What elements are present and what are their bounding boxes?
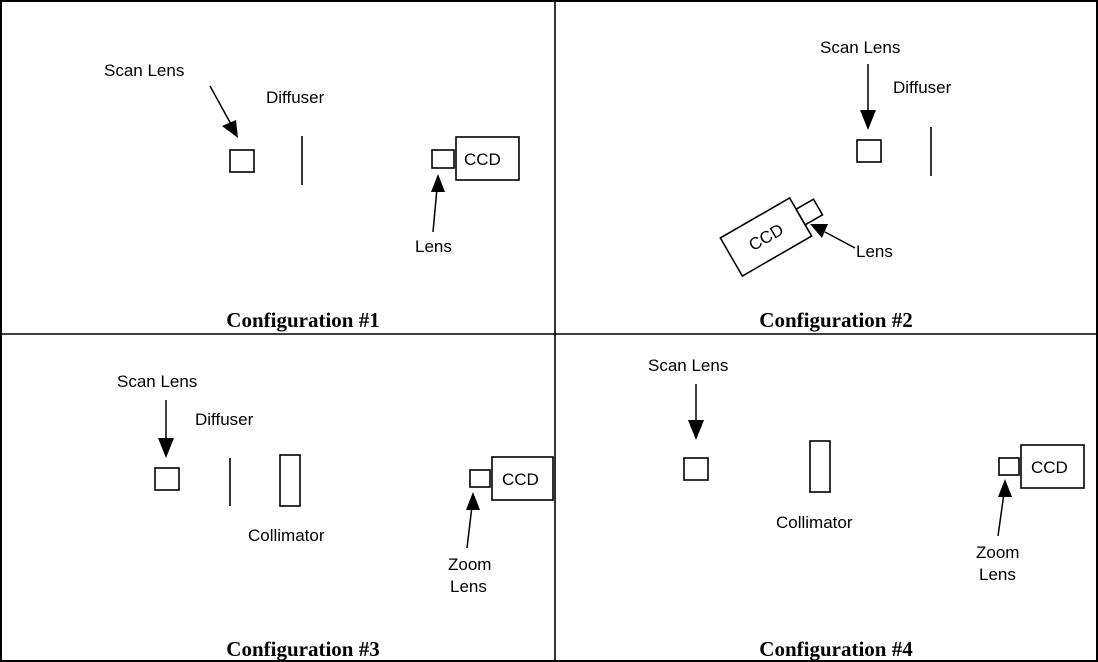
scan-lens-label: Scan Lens (820, 38, 900, 57)
collimator-box (809, 440, 831, 493)
ccd-box (455, 136, 520, 181)
lens-label: Lens (856, 242, 893, 261)
scan-lens-box (229, 149, 255, 173)
collimator-label: Collimator (776, 513, 853, 532)
diffuser-label: Diffuser (195, 410, 254, 429)
zoom-lens-arrow (997, 492, 1005, 537)
diffuser-label: Diffuser (266, 88, 325, 107)
scan-lens-arrowhead (688, 420, 704, 440)
panel-configuration-2: Scan Lens Diffuser CCD Lens Configuratio… (719, 38, 952, 332)
lens-arrowhead (810, 224, 828, 238)
ccd-label: CCD (1031, 458, 1068, 477)
lens-arrow (824, 231, 856, 249)
zoom-lens-box (469, 469, 491, 488)
zoom-lens-box (998, 457, 1020, 476)
collimator-label: Collimator (248, 526, 325, 545)
zoom-lens-arrowhead (466, 492, 480, 510)
panel-title: Configuration #1 (226, 308, 379, 332)
panel-configuration-4: Scan Lens Collimator CCD Zoom Lens Confi… (648, 356, 1085, 661)
camera-lens-box (431, 149, 455, 169)
ccd-box (1020, 444, 1085, 489)
zoom-lens-arrow (466, 505, 473, 549)
zoom-lens-label-line-2: Lens (979, 565, 1016, 584)
panel-title: Configuration #2 (759, 308, 912, 332)
lens-arrow (432, 187, 438, 233)
zoom-lens-label-line-2: Lens (450, 577, 487, 596)
panel-configuration-1: Scan Lens Diffuser CCD Lens Configuratio… (104, 61, 520, 332)
scan-lens-box (856, 139, 882, 163)
zoom-lens-arrowhead (998, 479, 1012, 497)
scan-lens-label: Scan Lens (104, 61, 184, 80)
scan-lens-arrowhead (860, 110, 876, 130)
scan-lens-box (683, 457, 709, 481)
panel-title: Configuration #4 (759, 637, 913, 661)
scan-lens-box (154, 467, 180, 491)
panel-title: Configuration #3 (226, 637, 379, 661)
ccd-label: CCD (464, 150, 501, 169)
diffuser-label: Diffuser (893, 78, 952, 97)
lens-arrowhead (431, 174, 445, 192)
scan-lens-arrowhead (222, 120, 238, 138)
ccd-label: CCD (502, 470, 539, 489)
collimator-box (279, 454, 301, 507)
scan-lens-label: Scan Lens (117, 372, 197, 391)
camera-lens-box (795, 198, 824, 226)
panel-configuration-3: Scan Lens Diffuser Collimator CCD Zoom L… (117, 372, 554, 661)
ccd-box (491, 456, 554, 501)
zoom-lens-label-line-1: Zoom (976, 543, 1019, 562)
ccd-camera-rotated: CCD (719, 196, 824, 278)
scan-lens-arrowhead (158, 438, 174, 458)
scan-lens-arrow (209, 85, 233, 127)
zoom-lens-label-line-1: Zoom (448, 555, 491, 574)
lens-label: Lens (415, 237, 452, 256)
scan-lens-label: Scan Lens (648, 356, 728, 375)
